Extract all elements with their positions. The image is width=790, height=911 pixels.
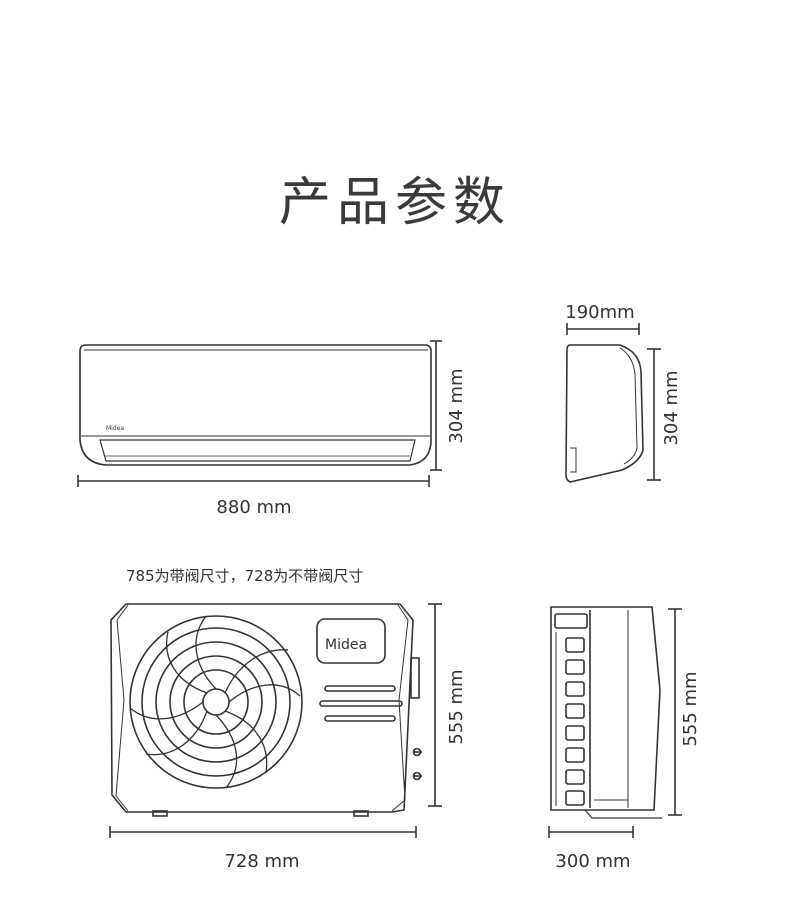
indoor-side-depth-dimension [566,323,640,335]
outdoor-side-height-label: 555 mm [680,671,701,746]
outdoor-fan [129,615,303,789]
outdoor-logo: Midea [325,637,367,653]
outdoor-height-label: 555 mm [446,669,467,744]
indoor-side-depth-label: 190mm [565,302,634,323]
indoor-side-height-dimension [647,348,661,481]
outdoor-unit-side [550,606,662,819]
indoor-width-label: 880 mm [216,497,291,518]
outdoor-unit-front [110,603,422,817]
outdoor-height-dimension [428,603,442,807]
indoor-front-height-dimension [430,340,442,471]
page-title: 产品参数 [278,173,511,233]
outdoor-width-dimension [109,826,417,838]
indoor-unit-side [565,344,644,483]
outdoor-side-depth-label: 300 mm [555,851,630,872]
indoor-side-height-label: 304 mm [661,370,682,445]
indoor-logo: Midea [106,425,124,432]
outdoor-side-height-dimension [668,608,682,816]
valve-note: 785为带阀尺寸，728为不带阀尺寸 [126,567,364,585]
outdoor-side-depth-dimension [548,826,634,838]
indoor-front-width-dimension [77,475,430,487]
indoor-front-height-label: 304 mm [446,368,467,443]
indoor-unit-front [79,344,432,466]
outdoor-width-label: 728 mm [224,851,299,872]
